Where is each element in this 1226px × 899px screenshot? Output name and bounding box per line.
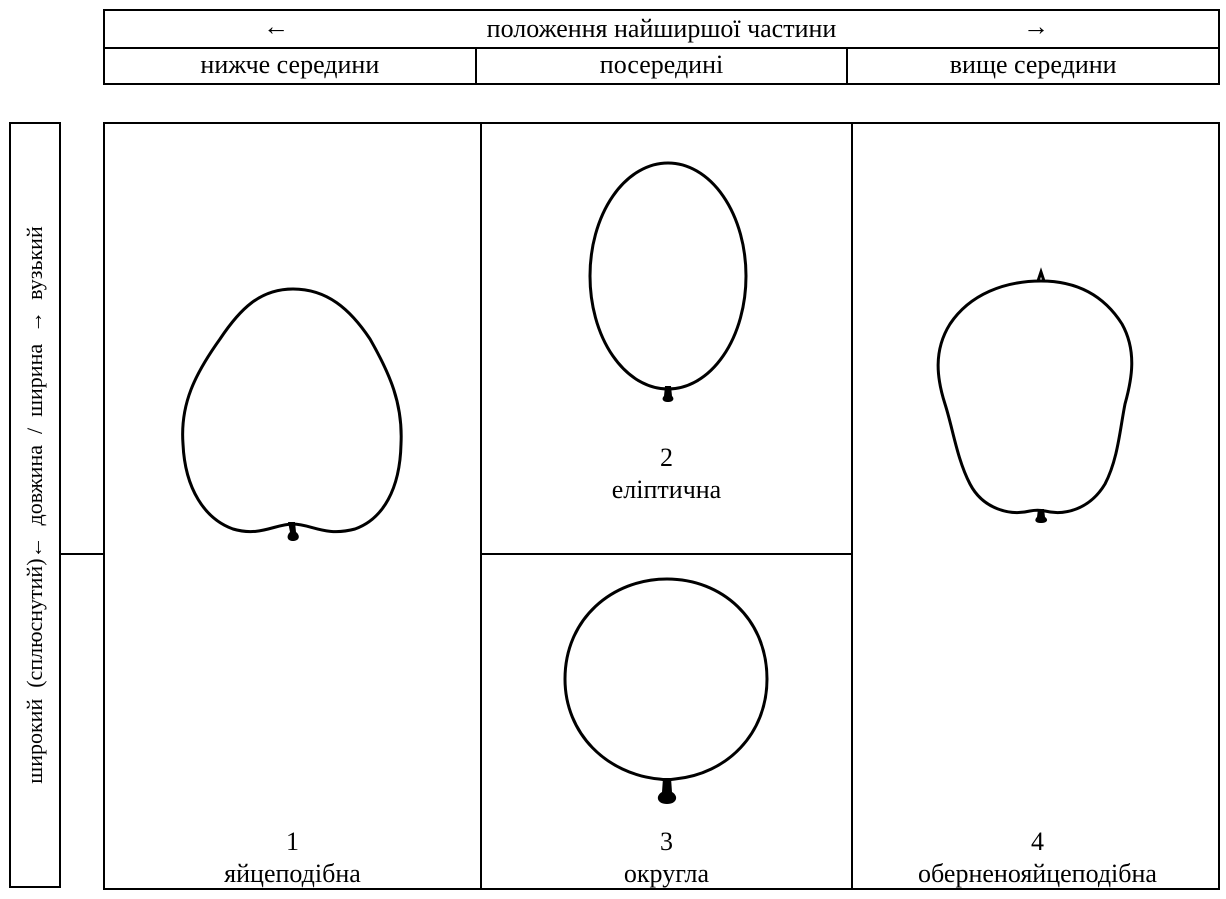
shape-3-name: округла [623, 859, 710, 888]
arrow-right-icon: → [1023, 12, 1049, 41]
shape-2-name: еліптична [611, 475, 722, 504]
shape-3-number: 3 [660, 827, 673, 856]
shape-4-number: 4 [1031, 827, 1044, 856]
ratio-side-box: широкий (сплюснутий)← довжина / ширина →… [9, 122, 61, 888]
header-top-row: ← положення найширшої частини → [105, 11, 1218, 49]
arrow-left-icon: ← [263, 12, 289, 41]
ovate-fruit-outline [181, 287, 403, 541]
shape-grid: 1 яйцеподібна 2 еліптична 3 округла 4 об… [103, 122, 1220, 890]
grid-divider-1 [480, 124, 482, 888]
shape-1-name: яйцеподібна [224, 859, 361, 888]
grid-divider-2 [851, 124, 853, 888]
header-title: положення найширшої частини [486, 14, 837, 43]
shape-2-number: 2 [660, 443, 673, 472]
ratio-side-label: широкий (сплюснутий)← довжина / ширина →… [22, 226, 47, 784]
connector-line [61, 553, 103, 555]
shape-3-label: 3 округла [482, 826, 851, 890]
shape-1-number: 1 [286, 827, 299, 856]
grid-divider-middle [482, 553, 851, 555]
obovate-fruit-outline [936, 267, 1134, 523]
position-header-table: ← положення найширшої частини → нижче се… [103, 9, 1220, 85]
shape-4-name: оберненояйцеподібна [918, 859, 1157, 888]
column-below-middle: нижче середини [200, 50, 380, 79]
shape-4-label: 4 оберненояйцеподібна [853, 826, 1222, 890]
column-middle: посередині [474, 47, 847, 83]
header-columns-row: нижче середини посередині вище середини [105, 47, 1218, 83]
shape-1-label: 1 яйцеподібна [105, 826, 480, 890]
round-fruit-outline [563, 577, 769, 804]
column-above-middle: вище середини [846, 47, 1218, 83]
elliptic-fruit-outline [588, 161, 748, 402]
shape-2-label: 2 еліптична [482, 442, 851, 506]
